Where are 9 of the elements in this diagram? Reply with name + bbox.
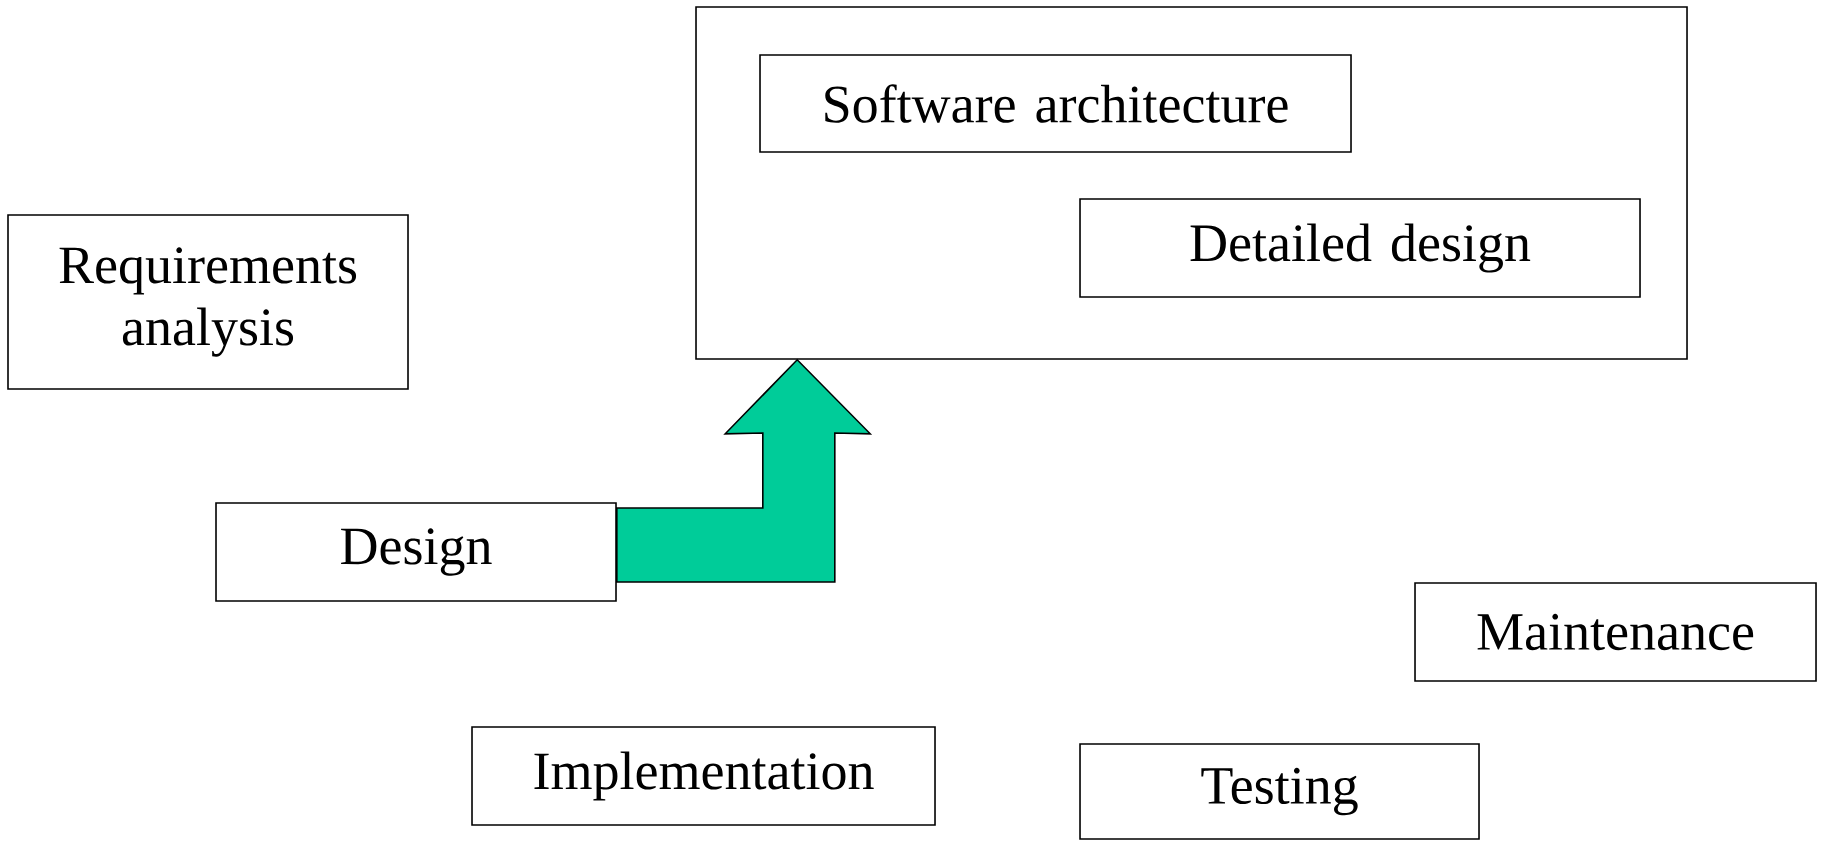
process-box: Testing <box>1079 743 1480 840</box>
process-box: Design <box>215 502 617 602</box>
process-box: Detailed design <box>1079 198 1641 298</box>
process-box: Maintenance <box>1414 582 1817 682</box>
process-box: Implementation <box>471 726 936 826</box>
block-arrow <box>616 358 873 583</box>
process-box: Requirements analysis <box>7 214 409 390</box>
process-box: Software architecture <box>759 54 1352 153</box>
group-box <box>695 6 1688 360</box>
